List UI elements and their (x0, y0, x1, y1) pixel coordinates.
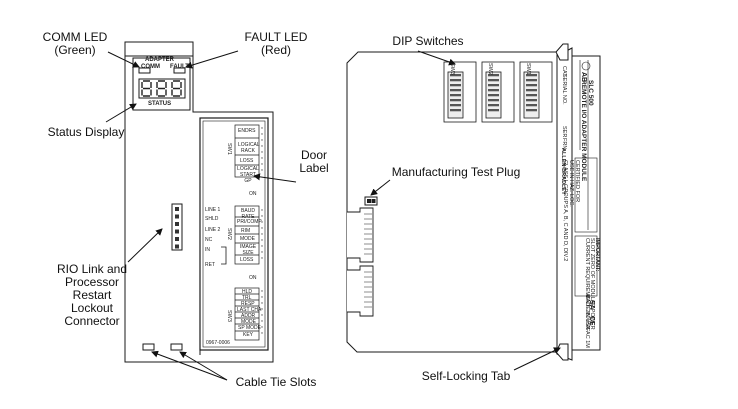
on-mark-sw2: ON (249, 275, 257, 281)
sw1-row: ENDRS (238, 128, 256, 134)
terminal-nc: NC (205, 237, 213, 243)
self-locking-tab-label: Self-Locking Tab (421, 369, 511, 383)
sw1-row: LOGICAL START GP (237, 166, 259, 184)
sw2-row: IMAGE SIZE (239, 244, 257, 256)
front-module (124, 41, 274, 363)
ser-text: SER (561, 126, 567, 138)
dip-switch-levers (450, 74, 537, 112)
callout-leaders (105, 50, 561, 381)
brand-text: ALLEN-BRADLEY (560, 148, 566, 195)
fault-led-label: FAULT LED (244, 30, 308, 44)
fault-text: FAULT (170, 64, 189, 70)
rio-line-1: RIO Link and (56, 262, 128, 276)
dip-label-sw3: SW3 (449, 63, 455, 75)
sw3-row: LAST CHA (237, 307, 262, 313)
callout-fault-led: FAULT LED (Red) (240, 31, 312, 57)
on-mark-sw1: ON (249, 191, 257, 197)
terminal-ret: RET (205, 262, 215, 268)
fault-led-color: (Red) (260, 43, 291, 57)
comm-led-color: (Green) (54, 43, 96, 57)
rio-connector (171, 203, 183, 251)
rio-line-2: Processor (64, 275, 120, 289)
sw3-row: HLD (242, 289, 253, 295)
sw3-row: KEY (243, 332, 254, 338)
adapter-text: ADAPTER (145, 57, 175, 63)
sw2-row: RIM (241, 228, 251, 234)
dip-switch-banks (443, 61, 553, 123)
product-line-1: SLC 500 (587, 80, 594, 106)
comm-led-label: COMM LED (42, 30, 108, 44)
door-label-line-1: Door (300, 148, 327, 162)
side-label-frames (574, 60, 598, 297)
certs-line-1: CERTIFIED FOR (574, 160, 580, 203)
dip-label-sw1: SW1 (525, 63, 531, 75)
rio-line-5: Connector (64, 314, 120, 328)
manufacturing-test-plug-label: Manufacturing Test Plug (391, 165, 521, 179)
door-switch-blocks (234, 124, 260, 341)
sw3-row: RESP (241, 301, 255, 307)
terminal-line2: LINE 2 (205, 227, 221, 233)
side-module (346, 47, 601, 361)
in-ret-bracket (221, 246, 227, 265)
seven-segment-digits (141, 80, 182, 97)
serial-no-text: SERIAL NO. (561, 74, 567, 105)
cable-tie-slots-label: Cable Tie Slots (235, 375, 317, 389)
sw2-row: MODE (240, 236, 255, 242)
manufacturing-test-plug (364, 196, 378, 206)
sw3-name: SW3 (226, 310, 232, 322)
sw2-row: LOSS (240, 257, 254, 263)
comm-led (138, 67, 151, 74)
callout-door-label: Door Label (296, 149, 332, 175)
sw1-row: LOGICAL RACK (238, 142, 260, 154)
sw3-row: MODE (241, 319, 256, 325)
sw2-name: SW2 (226, 228, 232, 240)
terminal-in: IN (205, 247, 210, 253)
dip-switches-label: DIP Switches (392, 34, 464, 48)
sw2-row: BAUD RATE (241, 208, 255, 220)
dip-label-sw2: SW2 (487, 63, 493, 75)
sw3-row: SP MODE (238, 325, 261, 331)
callout-rio-connector: RIO Link and Processor Restart Lockout C… (48, 263, 136, 328)
door-dots (261, 127, 263, 334)
status-text: STATUS (148, 101, 172, 107)
cable-tie-slots (142, 343, 183, 351)
rio-line-3: Restart (72, 288, 112, 302)
terminal-line1: LINE 1 (205, 207, 221, 213)
sw3-row: ADDR (241, 313, 256, 319)
sw1-name: SW1 (226, 143, 232, 155)
door-label-line-2: Label (299, 161, 329, 175)
sw2-row: PRI/COMP (237, 219, 262, 225)
connector-pins (364, 213, 372, 308)
backplane-connectors (347, 207, 374, 317)
sw1-row: LOSS (240, 158, 254, 164)
sw3-row: TRL (242, 295, 252, 301)
callout-comm-led: COMM LED (Green) (40, 31, 110, 57)
fault-led (173, 67, 186, 74)
status-display-label: Status Display (47, 125, 125, 139)
terminal-shld: SHLD (205, 216, 219, 222)
rio-line-4: Lockout (70, 301, 114, 315)
certs-line-2: USE IN HAZ. LOC. (568, 160, 574, 207)
made-in-text: MADE IN USA (584, 294, 590, 330)
product-line-2: REMOTE I/O ADAPTER MODULE (580, 80, 587, 182)
comm-text: COMM (141, 64, 160, 70)
part-number: 0967-0006 (206, 340, 230, 346)
fac-code: FAC 1M (584, 328, 590, 348)
